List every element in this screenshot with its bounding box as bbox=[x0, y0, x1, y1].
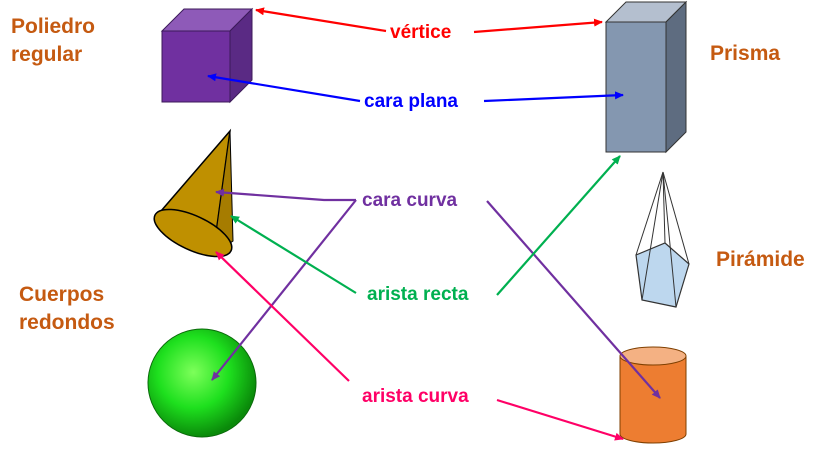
pyramid-shape bbox=[635, 171, 690, 308]
cuerpos-redondos-line1: Cuerpos bbox=[19, 283, 105, 306]
vertice-arrow-prism bbox=[473, 18, 603, 34]
arista-curva-arrow-cylinder bbox=[496, 398, 624, 441]
arista-recta-label: arista recta bbox=[367, 284, 469, 305]
prisma-label: Prisma bbox=[710, 42, 781, 65]
vertice-arrow-cube bbox=[255, 7, 387, 33]
poliedro-regular-line2: regular bbox=[11, 43, 83, 66]
arista-curva-arrow-cone bbox=[215, 251, 350, 382]
cara-plana-label: cara plana bbox=[364, 91, 458, 112]
cara-curva-arrow-sphere bbox=[211, 199, 357, 381]
arista-recta-arrow-prism bbox=[496, 155, 621, 296]
cara-curva-arrow-cone bbox=[215, 188, 356, 202]
cara-plana-arrow-prism bbox=[483, 91, 624, 103]
sphere-shape bbox=[147, 328, 257, 438]
piramide-label: Pirámide bbox=[716, 248, 805, 271]
cuerpos-redondos-label: Cuerpos redondos bbox=[19, 281, 115, 337]
prism-shape bbox=[604, 0, 688, 154]
poliedro-regular-label: Poliedro regular bbox=[11, 13, 95, 69]
cara-plana-arrow-cube bbox=[207, 73, 361, 103]
poliedro-regular-line1: Poliedro bbox=[11, 15, 96, 38]
cone-shape bbox=[153, 128, 234, 258]
cube-shape bbox=[160, 7, 254, 104]
vertice-label: vértice bbox=[390, 22, 452, 43]
cara-curva-arrow-cylinder bbox=[486, 200, 661, 399]
cara-curva-label: cara curva bbox=[362, 190, 458, 211]
cuerpos-redondos-line2: redondos bbox=[19, 311, 115, 334]
cylinder-shape bbox=[619, 346, 687, 444]
arista-curva-label: arista curva bbox=[362, 386, 469, 407]
arista-recta-arrow-cone bbox=[230, 215, 357, 294]
